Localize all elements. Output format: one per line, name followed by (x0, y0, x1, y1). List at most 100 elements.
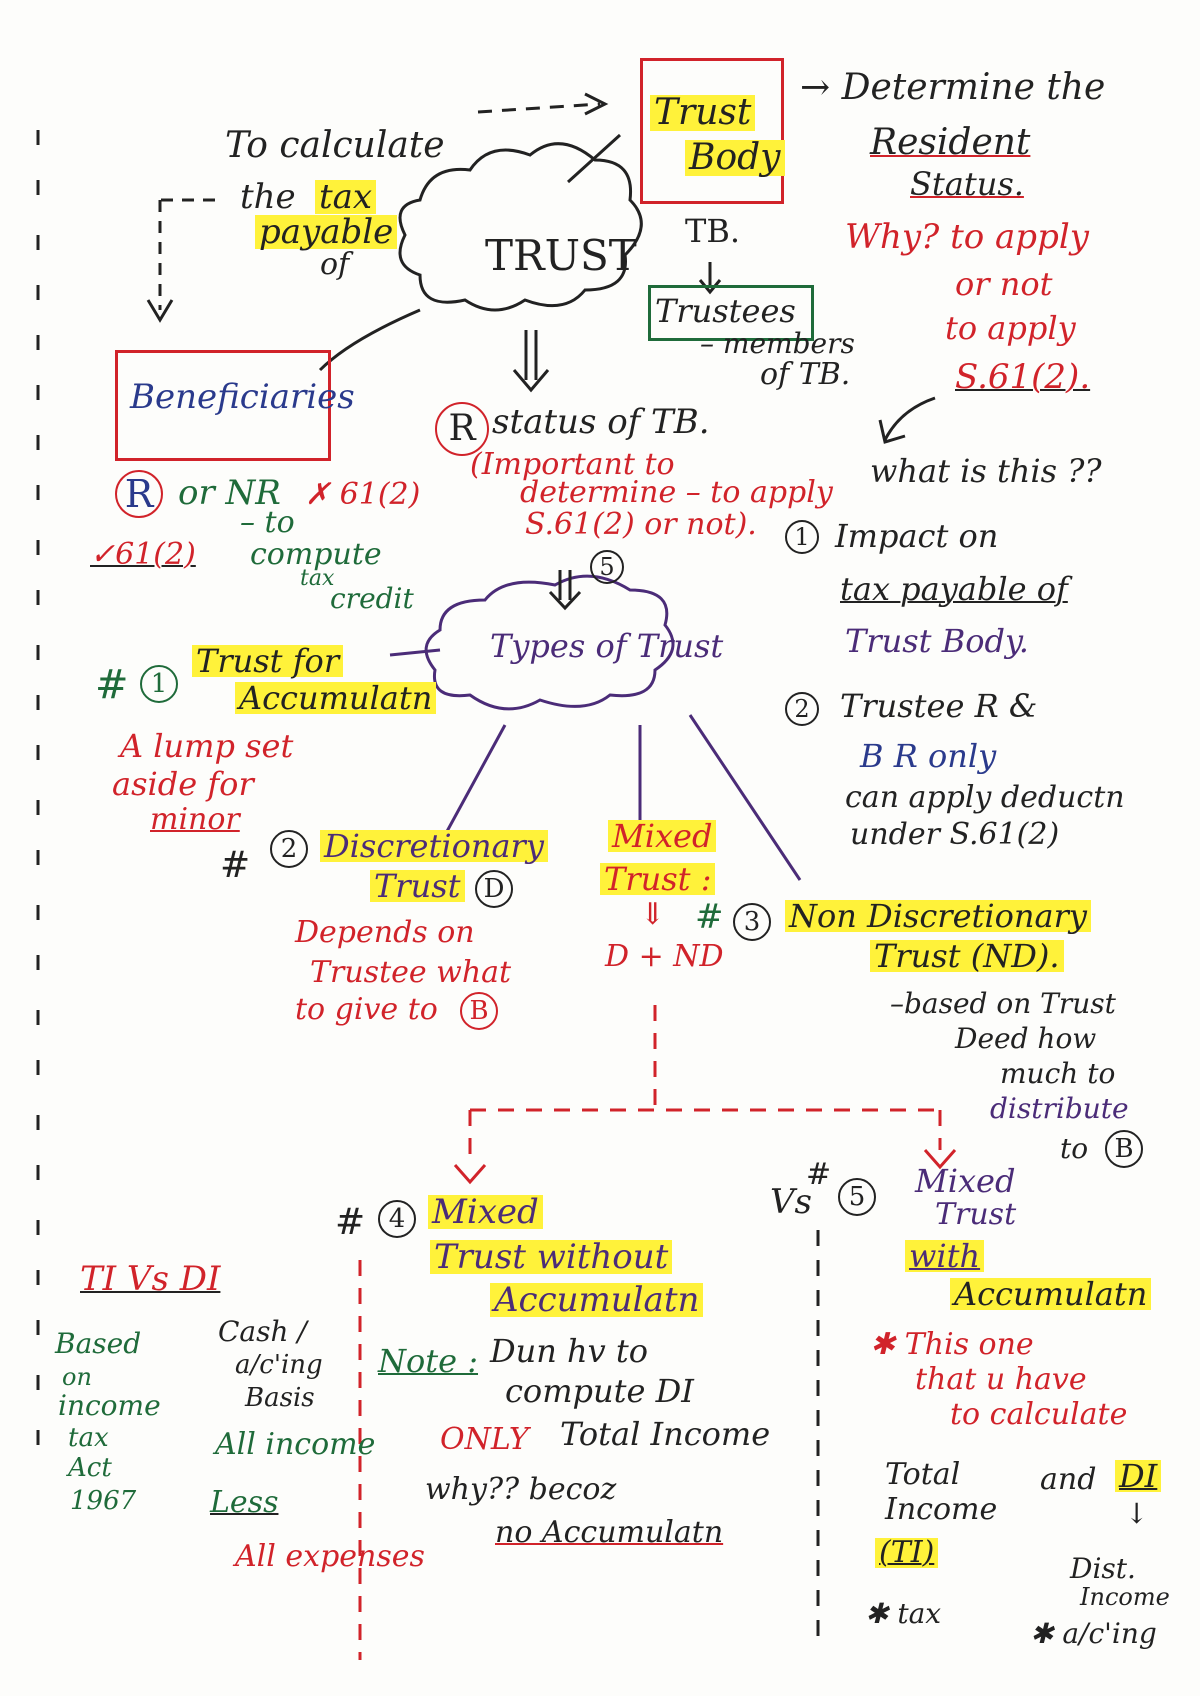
v612-text: ✓61(2) (90, 537, 196, 572)
t3-b-badge: B (1105, 1130, 1143, 1168)
trust-cloud-label: TRUST (485, 231, 637, 280)
red-dashed-tree (358, 1005, 942, 1660)
types-cloud (424, 574, 675, 711)
cash-2: a/c'ing (235, 1350, 323, 1380)
trustee-text-4: under S.61(2) (850, 817, 1060, 852)
tax-text: tax (315, 180, 377, 214)
compute-text-2: compute (250, 537, 382, 572)
t3-desc-2: Deed how (955, 1022, 1097, 1055)
trustee-text-3: can apply deductn (845, 780, 1125, 815)
compute-text-4: credit (330, 582, 414, 615)
and-text: and (1040, 1462, 1097, 1497)
t1-hash: # (95, 662, 129, 708)
mixed-label-2: Trust : (600, 863, 716, 895)
t5-label-3: with (905, 1240, 985, 1272)
vs-text: Vs (770, 1182, 813, 1222)
based-2: on (62, 1363, 92, 1391)
t3-desc-1: –based on Trust (890, 987, 1116, 1020)
r-status-badge: R (435, 402, 489, 456)
beneficiaries-box (115, 350, 331, 461)
why-text-4: S.61(2). (955, 357, 1091, 397)
note-4: why?? becoz (425, 1472, 617, 1507)
t5-hash: # (806, 1157, 832, 1192)
what-is-this-text: what is this ?? (870, 452, 1102, 490)
tb-text: TB. (685, 212, 741, 250)
determine-text-3: Status. (910, 165, 1024, 203)
this-one-1: ✱ This one (870, 1327, 1034, 1362)
t5-num: 5 (838, 1178, 876, 1216)
t5-label-2: Trust (935, 1197, 1017, 1232)
important-text-2: determine – to apply (520, 475, 833, 510)
note-3: Total Income (560, 1415, 771, 1453)
red-arrowheads (453, 1149, 957, 1185)
t2-desc-1: Depends on (295, 915, 475, 950)
trustees-text: Trustees (655, 292, 796, 330)
types-branches (389, 648, 802, 881)
what-arrow (878, 396, 936, 444)
the-text: the (240, 177, 296, 217)
tax-star: ✱ tax (865, 1597, 942, 1630)
all-income: All income (215, 1427, 376, 1462)
t4-label-3: Accumulatn (490, 1283, 704, 1317)
determine-text-2: Resident (870, 122, 1031, 163)
based-5: Act (68, 1453, 112, 1483)
trustee-text-1: Trustee R & (840, 687, 1038, 725)
payable-text: payable (255, 215, 398, 249)
mixed-label-1: Mixed (608, 820, 717, 852)
t3-desc-3: much to (1000, 1057, 1116, 1090)
why-text-2: or not (955, 265, 1053, 303)
trust-cloud (398, 142, 643, 312)
compute-text-1: – to (240, 505, 295, 540)
mixed-dnd: D + ND (605, 939, 724, 974)
t1-desc-1: A lump set (120, 727, 294, 765)
t3-desc-5: to (1060, 1132, 1089, 1165)
t2-label-2: Trust (370, 870, 465, 902)
line-cloud-body (566, 133, 622, 184)
t1-label-1: Trust for (192, 645, 344, 677)
t2-b-badge: B (460, 992, 498, 1030)
why-text-1: Why? to apply (845, 217, 1089, 257)
t1-num: 1 (140, 665, 178, 703)
t1-label-2: Accumulatn (235, 682, 437, 714)
based-3: income (58, 1389, 161, 1422)
this-one-2: that u have (915, 1362, 1087, 1397)
trustees-box (648, 285, 814, 341)
di-text: DI (1115, 1460, 1162, 1492)
note-5: no Accumulatn (495, 1515, 724, 1550)
total-2: Income (885, 1492, 998, 1527)
this-one-3: to calculate (950, 1397, 1128, 1432)
r-badge: R (115, 470, 163, 518)
t3-label-2: Trust (ND). (870, 940, 1064, 972)
dist-1: Dist. (1070, 1552, 1136, 1585)
impact-text-3: Trust Body. (845, 622, 1029, 660)
total-3: (TI) (875, 1538, 939, 1568)
t3-label-1: Non Discretionary (785, 900, 1091, 932)
impact-text-2: tax payable of (840, 570, 1068, 608)
cash-3: Basis (245, 1383, 315, 1413)
based-4: tax (68, 1423, 109, 1453)
dist-2: Income (1080, 1583, 1170, 1611)
trustee-text-2: B R only (860, 737, 997, 775)
t2-d-badge: D (475, 870, 513, 908)
trustee-num: 2 (785, 692, 819, 726)
less-text: Less (210, 1485, 279, 1520)
t1-desc-3: minor (150, 802, 240, 837)
t3-hash: # (695, 897, 724, 937)
note-label: Note : (378, 1342, 479, 1380)
tb-arrow (698, 262, 722, 295)
t4-label-1: Mixed (428, 1195, 543, 1229)
to-calculate-text: To calculate (225, 125, 445, 166)
trust-body-label-1: Trust (650, 95, 756, 131)
only-text: ONLY (440, 1422, 529, 1457)
acc-star: ✱ a/c'ing (1030, 1617, 1157, 1650)
r-or-nr-text: or NR (178, 473, 281, 513)
di-arrow: ↓ (1125, 1497, 1149, 1530)
note-1: Dun hv to (490, 1332, 649, 1370)
members-text-1: – members (700, 327, 855, 360)
members-text-2: of TB. (760, 357, 851, 392)
based-1: Based (55, 1327, 142, 1360)
impact-num: 1 (785, 520, 819, 554)
t4-num: 4 (378, 1200, 416, 1238)
t5-label-1: Mixed (915, 1162, 1016, 1200)
